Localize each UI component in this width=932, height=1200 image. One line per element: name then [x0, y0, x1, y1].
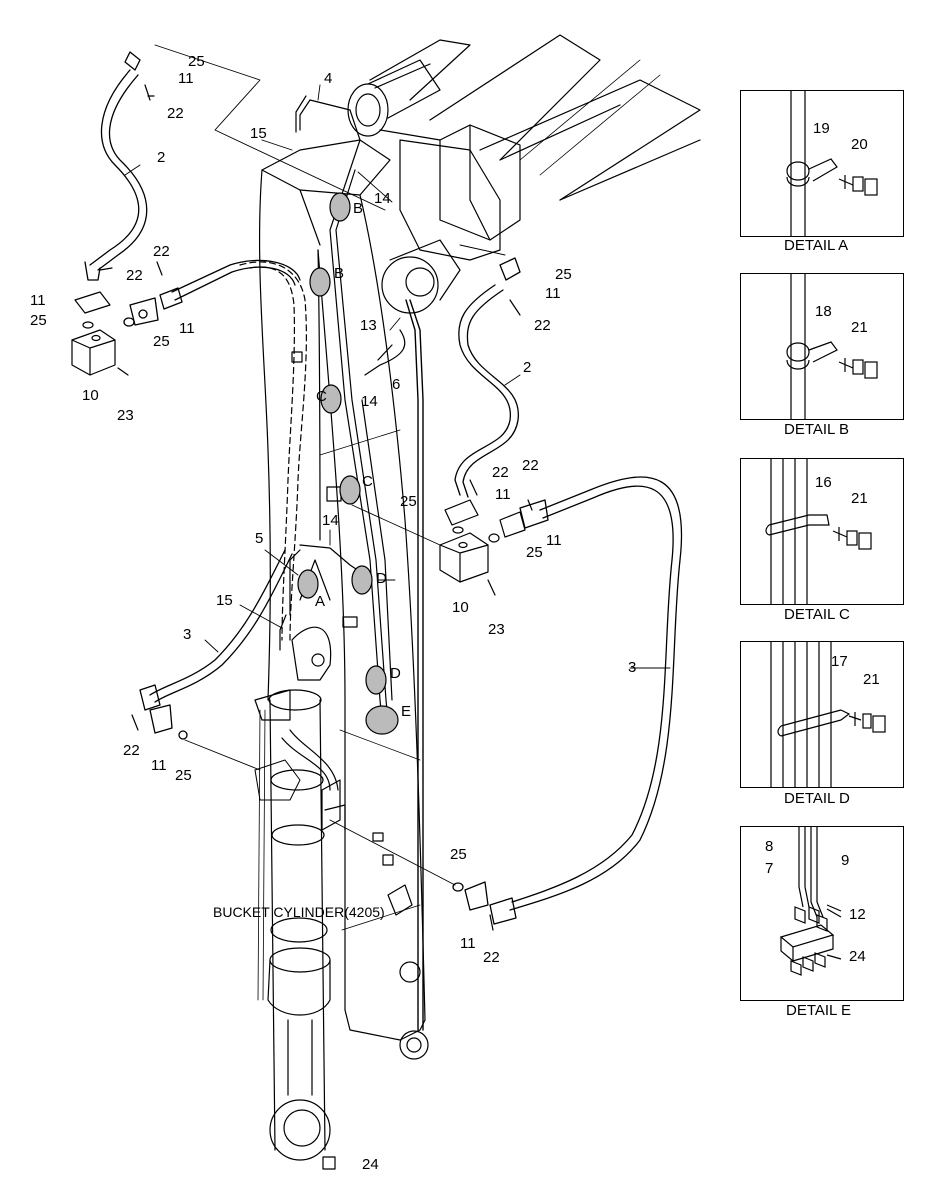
detail-e-part-9: 9 [841, 852, 850, 869]
hose-2-left [84, 51, 148, 281]
callout-2-left: 2 [157, 149, 166, 166]
detail-a-caption: DETAIL A [784, 237, 849, 254]
detail-d-part-17: 17 [831, 653, 848, 670]
callout-22-right-top: 22 [534, 317, 551, 334]
boom-cylinder-top [347, 59, 441, 137]
bolts [99, 84, 533, 1170]
callout-D-upper: D [376, 570, 387, 587]
callout-25-bottom-left: 25 [175, 767, 192, 784]
detail-c-part-16: 16 [815, 474, 832, 491]
callout-22-left-a: 22 [153, 243, 170, 260]
callout-25-bottom-right: 25 [450, 846, 467, 863]
hidden-hose-path [239, 261, 307, 641]
valve-block-left [71, 291, 129, 376]
callout-11-right-top: 11 [545, 285, 561, 302]
callout-13: 13 [360, 317, 377, 334]
arm-body [258, 139, 461, 1060]
callout-2-right: 2 [523, 359, 532, 376]
callout-25-left-b: 25 [153, 333, 170, 350]
callout-D-lower: D [390, 665, 401, 682]
callout-11-right-a: 11 [495, 486, 511, 503]
callout-11-top: 11 [178, 70, 194, 87]
detail-e-part-24: 24 [849, 948, 866, 965]
callout-B-upper: B [353, 200, 364, 217]
callout-15-low: 15 [216, 592, 233, 609]
callout-C-upper: C [316, 388, 327, 405]
boom-structure [369, 34, 701, 261]
detail-b-drawing [786, 274, 878, 419]
detail-e-part-12: 12 [849, 906, 866, 923]
callout-25-top: 25 [188, 53, 205, 70]
detail-a-part-19: 19 [813, 120, 830, 137]
leader-lines [124, 44, 671, 886]
callout-14-top: 14 [374, 190, 391, 207]
callout-E: E [401, 703, 412, 720]
detail-a-drawing [786, 91, 878, 236]
callout-11-right-b: 11 [546, 532, 562, 549]
callout-22-bottom-right: 22 [483, 949, 500, 966]
detail-e-caption: DETAIL E [786, 1002, 852, 1019]
callout-25-left-a: 25 [30, 312, 47, 329]
callout-3-left: 3 [183, 626, 192, 643]
callout-5: 5 [255, 530, 264, 547]
clamp-discs [297, 192, 399, 735]
steel-pipes [279, 95, 424, 1031]
callout-23-left: 23 [117, 407, 134, 424]
callout-25-right-a: 25 [400, 493, 417, 510]
hose-3-left [139, 549, 293, 740]
callout-10-left: 10 [82, 387, 99, 404]
detail-c-panel: 16 21 [740, 458, 904, 605]
detail-d-panel: 17 21 [740, 641, 904, 788]
callout-24-bottom: 24 [362, 1156, 379, 1173]
detail-e-drawing [779, 827, 842, 976]
callout-23-right: 23 [488, 621, 505, 638]
detail-b-part-18: 18 [815, 303, 832, 320]
hose-3-right [452, 476, 683, 925]
callout-10-right: 10 [452, 599, 469, 616]
detail-e-part-7: 7 [765, 860, 774, 877]
valve-block-right [439, 499, 526, 583]
callout-11-bottom-left: 11 [151, 757, 167, 774]
callout-25-right-top: 25 [555, 266, 572, 283]
callout-3-right: 3 [628, 659, 637, 676]
bucket-cylinder [254, 689, 346, 1161]
detail-c-drawing [765, 459, 872, 604]
bucket-cylinder-label: BUCKET CYLINDER(4205) [213, 904, 385, 920]
callout-15-top: 15 [250, 125, 267, 142]
detail-c-part-21: 21 [851, 490, 868, 507]
detail-b-part-21: 21 [851, 319, 868, 336]
detail-e-panel: 8 7 9 12 24 [740, 826, 904, 1001]
hose-2-right [454, 257, 521, 498]
callout-11-left-a: 11 [30, 292, 46, 309]
callout-22-right-a: 22 [492, 464, 509, 481]
callout-11-left-b: 11 [179, 320, 195, 337]
detail-b-caption: DETAIL B [784, 421, 850, 438]
callout-B-lower: B [334, 265, 345, 282]
callout-22-bottom-left: 22 [123, 742, 140, 759]
callout-C-lower: C [362, 473, 373, 490]
detail-e-part-8: 8 [765, 838, 774, 855]
detail-d-caption: DETAIL D [784, 790, 850, 807]
detail-d-drawing [770, 642, 886, 787]
callout-25-right-b: 25 [526, 544, 543, 561]
detail-d-part-21: 21 [863, 671, 880, 688]
detail-c-caption: DETAIL C [784, 606, 850, 623]
callout-A: A [315, 593, 326, 610]
detail-a-part-20: 20 [851, 136, 868, 153]
detail-a-panel: 19 20 [740, 90, 904, 237]
callout-11-bottom-right: 11 [460, 935, 476, 952]
callout-14-low: 14 [322, 512, 339, 529]
detail-b-panel: 18 21 [740, 273, 904, 420]
callout-14-mid: 14 [361, 393, 378, 410]
callout-22-right-b: 22 [522, 457, 539, 474]
callout-22-left-b: 22 [126, 267, 143, 284]
callout-22-top: 22 [167, 105, 184, 122]
callout-4: 4 [324, 70, 333, 87]
callout-6: 6 [392, 376, 401, 393]
hose-2-mid-left [123, 259, 301, 327]
